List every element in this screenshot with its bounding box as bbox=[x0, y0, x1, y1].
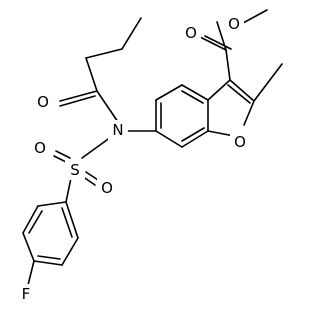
bond bbox=[61, 237, 79, 266]
bond bbox=[59, 95, 96, 107]
atom-label-nitrogen: N bbox=[112, 121, 123, 139]
bond bbox=[85, 171, 99, 181]
bond bbox=[229, 79, 255, 102]
bond bbox=[181, 84, 209, 101]
bond bbox=[85, 48, 123, 59]
atom-label-oxygen: O bbox=[185, 24, 197, 42]
bond bbox=[22, 205, 39, 234]
bond bbox=[207, 79, 231, 101]
bond bbox=[81, 136, 112, 159]
bond bbox=[253, 63, 283, 102]
bond bbox=[28, 210, 43, 234]
bond bbox=[22, 232, 35, 262]
atom-label-oxygen: O bbox=[101, 179, 113, 197]
bond bbox=[65, 201, 79, 239]
bond bbox=[243, 100, 255, 126]
bond bbox=[227, 84, 251, 104]
bond bbox=[55, 150, 71, 159]
atom-label-sulfur: S bbox=[70, 161, 80, 179]
bond bbox=[85, 57, 98, 92]
bond-skeleton bbox=[22, 9, 283, 286]
bond bbox=[121, 17, 142, 50]
atom-label-oxygen: O bbox=[234, 133, 246, 151]
bond bbox=[155, 130, 183, 148]
bond bbox=[242, 9, 268, 24]
bond bbox=[204, 35, 232, 50]
bond bbox=[207, 130, 235, 137]
bond bbox=[181, 130, 209, 148]
atom-label-oxygen: O bbox=[34, 139, 46, 157]
bond bbox=[59, 90, 98, 102]
atom-label-fluorine: F bbox=[22, 285, 31, 303]
bond bbox=[65, 177, 72, 203]
bond bbox=[37, 255, 61, 260]
bond bbox=[96, 90, 119, 123]
bond bbox=[155, 84, 183, 101]
bond bbox=[199, 36, 227, 51]
bond bbox=[61, 207, 73, 238]
atom-labels: O O O O N S O O F bbox=[16, 14, 250, 304]
bond bbox=[225, 49, 231, 81]
bond bbox=[181, 90, 204, 104]
bond bbox=[33, 260, 63, 266]
bond bbox=[181, 127, 205, 142]
chemical-structure: O O O O N S O O F bbox=[16, 9, 283, 304]
bond bbox=[37, 201, 67, 207]
atom-label-oxygen: O bbox=[37, 93, 49, 111]
bond bbox=[27, 260, 35, 286]
atom-label-oxygen: O bbox=[228, 15, 240, 33]
